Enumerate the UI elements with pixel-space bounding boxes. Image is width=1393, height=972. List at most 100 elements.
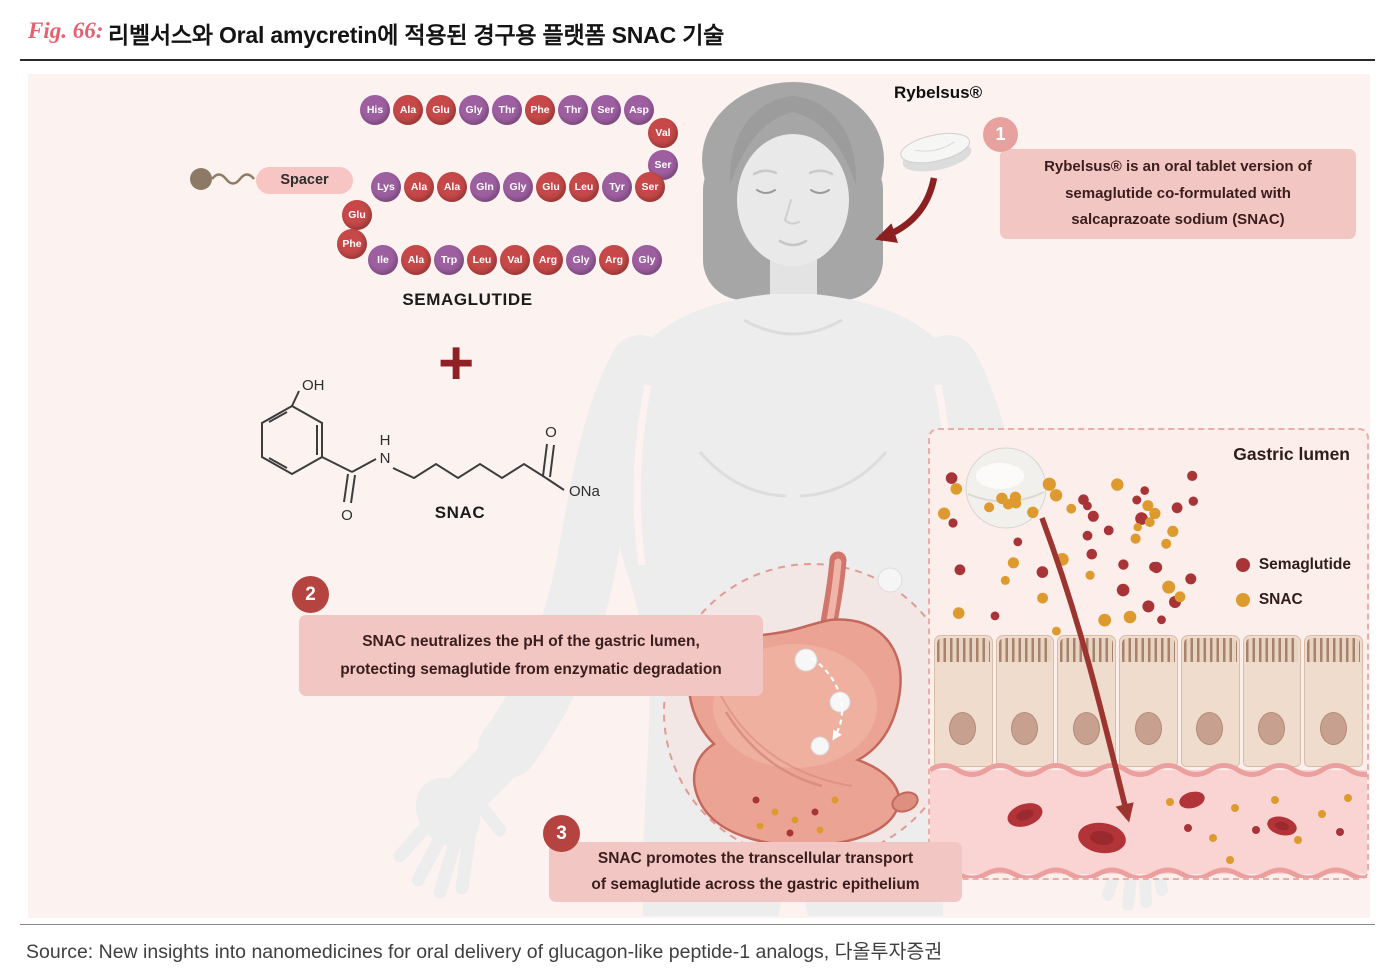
amino-acid-ser: Ser [635, 172, 665, 202]
amino-acid-glu: Glu [426, 95, 456, 125]
semaglutide-dot [1118, 559, 1129, 570]
cell-nucleus [1134, 712, 1162, 745]
molecules-in-blood [1166, 794, 1352, 864]
legend-label: SNAC [1258, 591, 1303, 608]
amino-acid-his: His [360, 95, 390, 125]
step-1-callout: Rybelsus® is an oral tablet version of s… [1000, 149, 1356, 239]
source-line: Source: New insights into nanomedicines … [26, 941, 943, 963]
amino-acid-asp: Asp [624, 95, 654, 125]
amino-acid-arg: Arg [533, 245, 563, 275]
semaglutide-dot [954, 564, 966, 576]
rugae-line [724, 711, 823, 788]
snac-dot [1167, 525, 1179, 537]
snac-dot [1142, 500, 1154, 512]
cell-nucleus [1072, 712, 1100, 745]
alkyl-chain [392, 462, 547, 480]
snac-dot [938, 507, 951, 520]
semaglutide-dot [1135, 512, 1148, 525]
snac-dot [984, 502, 995, 513]
spacer-label: Spacer [256, 167, 353, 194]
semaglutide-dot [1087, 510, 1099, 522]
tablet-in-stomach [794, 648, 818, 672]
tablet-in-stomach [829, 691, 851, 713]
semaglutide-dot [1082, 530, 1093, 541]
amino-acid-phe: Phe [525, 95, 555, 125]
benzene-ring [261, 404, 323, 476]
semaglutide-dot [1188, 496, 1198, 506]
amino-acid-leu: Leu [569, 172, 599, 202]
snac-dot [1174, 591, 1186, 603]
tablet-in-stomach [810, 736, 830, 756]
cell-nucleus [1011, 712, 1039, 745]
header-rule [20, 59, 1375, 61]
legend-row-semaglutide: Semaglutide [1235, 556, 1351, 574]
atom-label-o-acid: O [545, 424, 557, 441]
left-hand [393, 777, 507, 899]
step-3-text: SNAC promotes the transcellular transpor… [597, 849, 914, 867]
semaglutide-dot [1086, 548, 1098, 560]
snac-dot [1027, 506, 1039, 518]
semaglutide-dot [1140, 486, 1149, 495]
cell-nucleus [1257, 712, 1285, 745]
semaglutide-dot-icon [1235, 558, 1250, 572]
released-molecule-specks [752, 796, 839, 837]
cell-nucleus [949, 712, 977, 745]
snac-dot [952, 607, 965, 619]
pylorus [891, 791, 919, 813]
blood-vessel-band [930, 763, 1367, 878]
semaglutide-dot [990, 611, 1000, 621]
amino-acid-glu: Glu [536, 172, 566, 202]
snac-chemical-structure: OH H N O O ONa [261, 377, 601, 524]
semaglutide-dot [1157, 615, 1166, 625]
semaglutide-dot [1132, 495, 1142, 505]
amino-acid-thr: Thr [558, 95, 588, 125]
snac-dot [1000, 575, 1010, 585]
semaglutide-dot [1013, 537, 1023, 547]
amino-acid-glu: Glu [342, 200, 372, 230]
amino-acid-phe: Phe [337, 229, 367, 259]
semaglutide-dot [1142, 600, 1155, 613]
step-2-callout: SNAC neutralizes the pH of the gastric l… [299, 615, 763, 696]
collar-line [743, 318, 843, 336]
fatty-acid-linker [190, 168, 255, 190]
legend-row-snac: SNAC [1235, 591, 1351, 609]
left-arm-gap [633, 384, 652, 566]
snac-dot [1037, 592, 1048, 604]
semaglutide-dot [945, 472, 958, 484]
snac-dot [1007, 557, 1019, 569]
cell-nucleus [1196, 712, 1224, 745]
semaglutide-dot [1150, 561, 1163, 574]
snac-dot [1002, 498, 1014, 510]
atom-label-n: N [380, 450, 391, 467]
semaglutide-dot [1171, 502, 1183, 514]
semaglutide-dot [948, 518, 958, 528]
semaglutide-dot [1103, 525, 1114, 536]
chest-contour-right [799, 451, 888, 498]
epithelial-cell [934, 635, 993, 767]
semaglutide-dot [1116, 583, 1130, 597]
step-3-text: of semaglutide across the gastric epithe… [591, 876, 920, 893]
atom-label-ona: ONa [569, 483, 601, 500]
red-blood-cells [1007, 791, 1297, 854]
amino-acid-gly: Gly [503, 172, 533, 202]
amino-acid-gly: Gly [632, 245, 662, 275]
fatty-acid-circle [190, 168, 212, 190]
semaglutide-dot [1036, 566, 1049, 578]
step-1-badge: 1 [983, 117, 1018, 152]
amino-acid-val: Val [648, 118, 678, 148]
epithelial-cell [1304, 635, 1364, 767]
semaglutide-label: SEMAGLUTIDE [402, 290, 533, 309]
face [737, 134, 849, 266]
amino-acid-leu: Leu [467, 245, 497, 275]
face-features [752, 169, 834, 247]
capsule-entering [877, 567, 903, 593]
amino-acid-ala: Ala [437, 172, 467, 202]
footer-rule [20, 924, 1375, 925]
snac-dot [1123, 610, 1137, 624]
rugae-line [715, 685, 853, 787]
plus-sign: + [438, 329, 475, 398]
snac-dot [1066, 503, 1077, 514]
amino-acid-thr: Thr [492, 95, 522, 125]
amino-acid-gln: Gln [470, 172, 500, 202]
